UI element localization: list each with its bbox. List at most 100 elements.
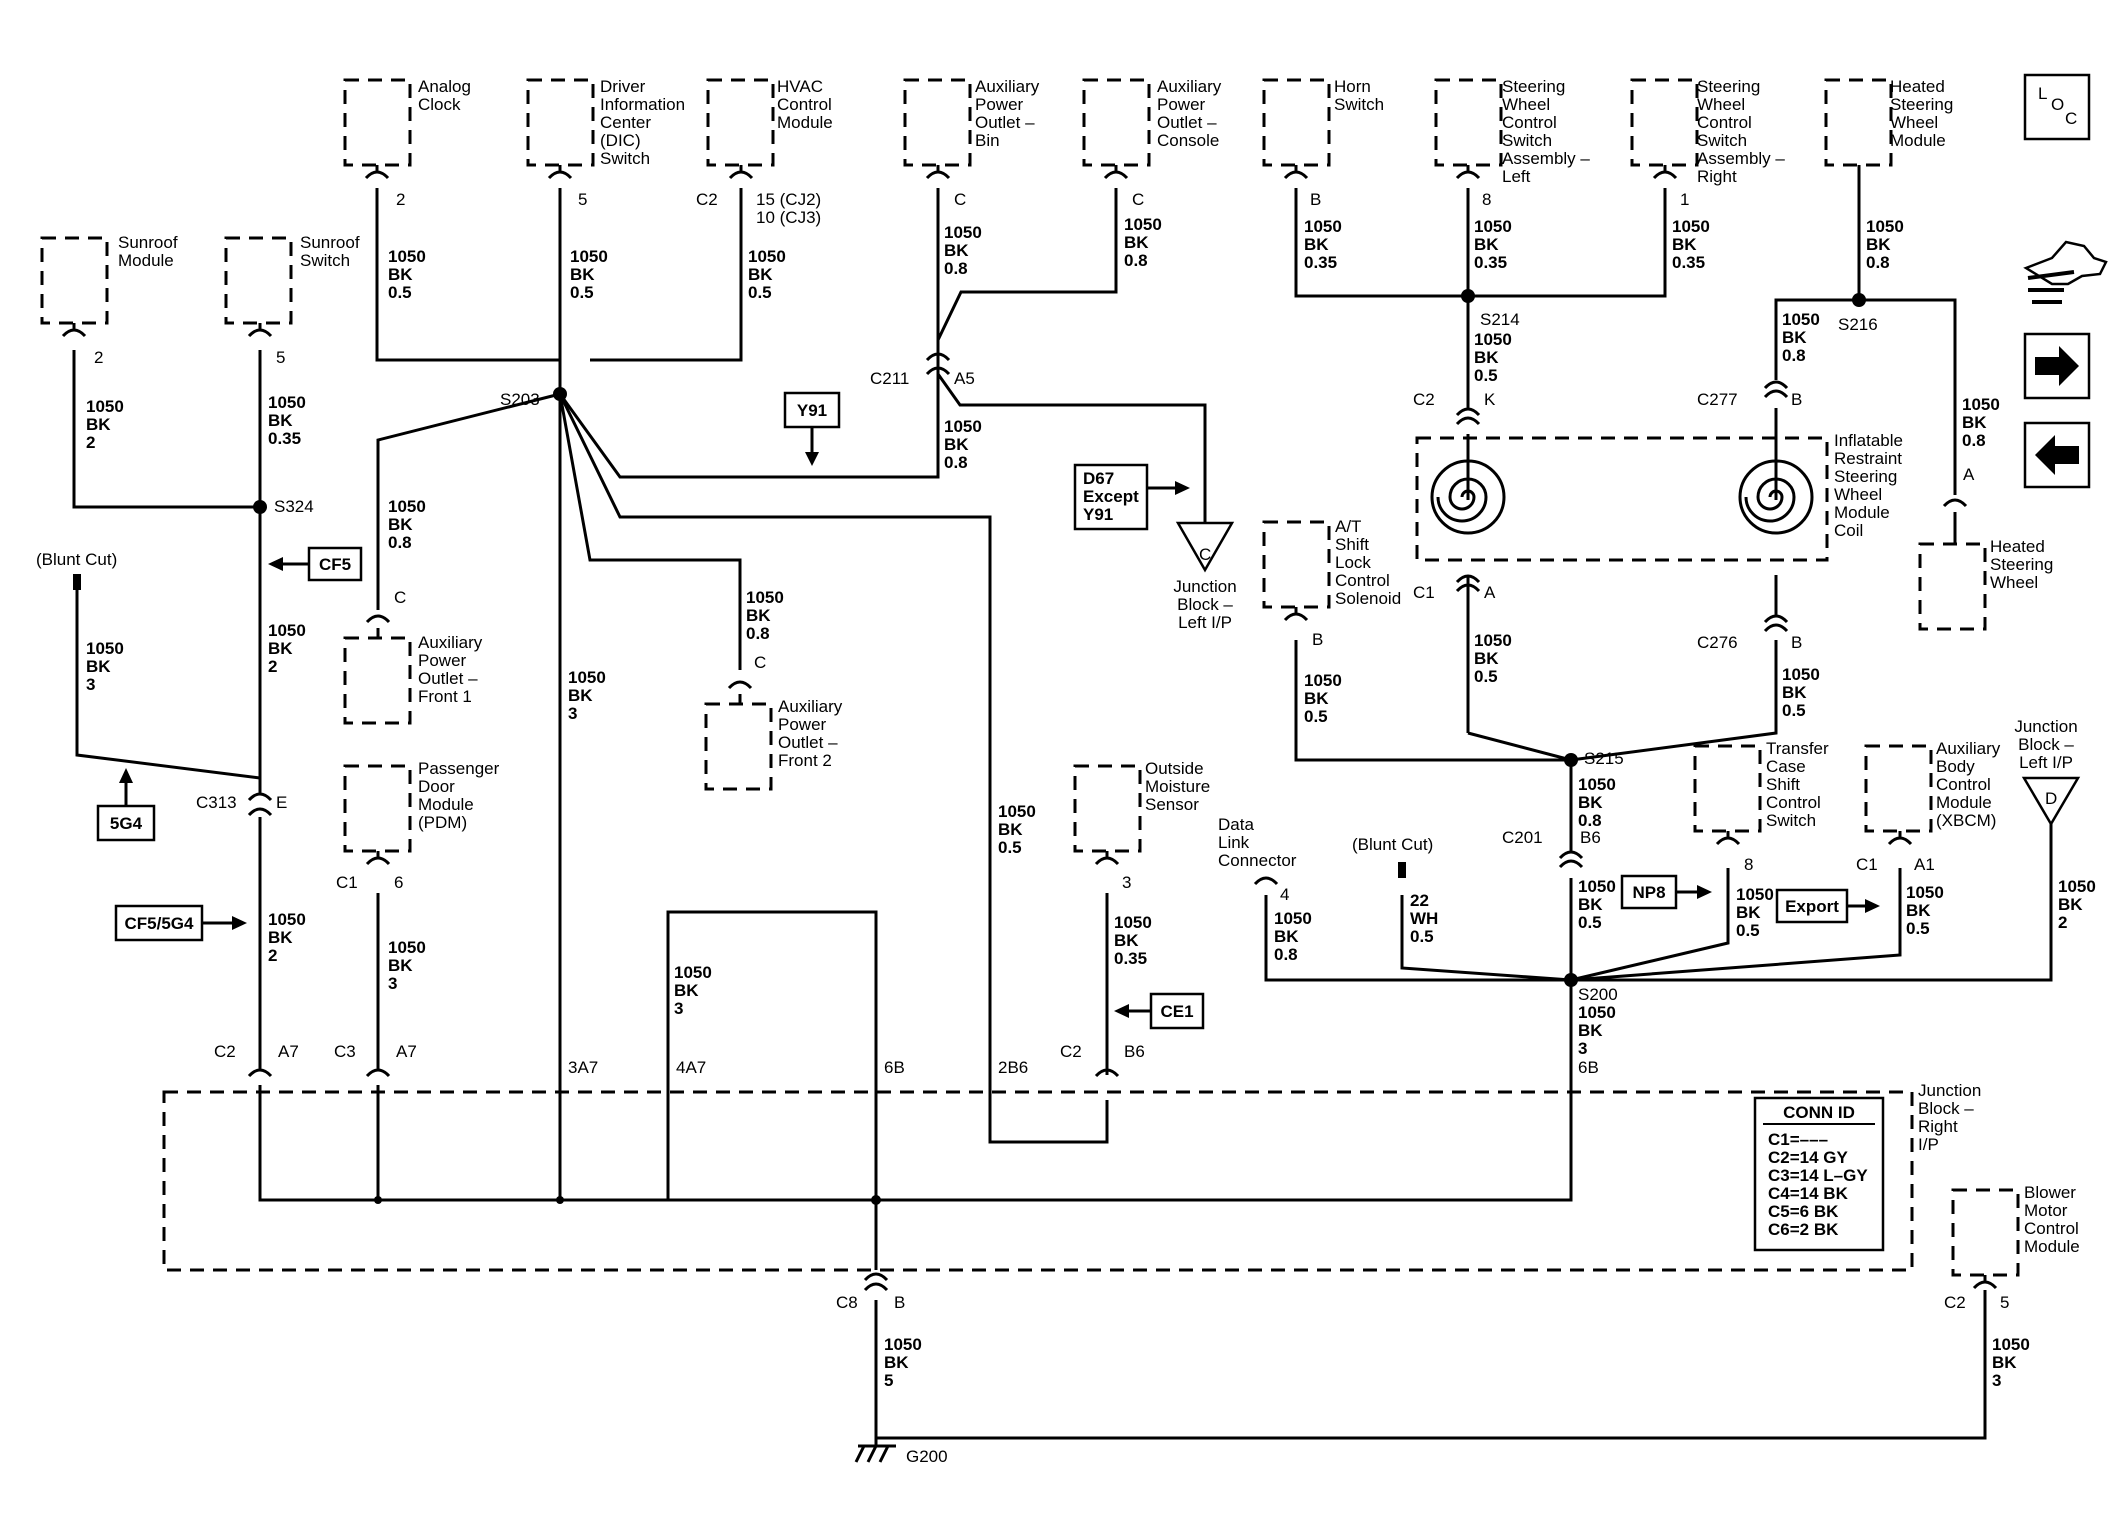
box-apo-console: [1082, 78, 1151, 167]
pin-label: A5: [954, 369, 975, 388]
connector-label: C1: [336, 873, 358, 892]
pin-label: D: [2045, 789, 2057, 808]
connector-stubs: [61, 165, 1998, 1292]
svg-text:O: O: [2051, 95, 2064, 114]
splice-label-s200: S200: [1578, 985, 1618, 1004]
connector-label: C313: [196, 793, 237, 812]
splice-dots: [253, 289, 1866, 1205]
box-sunroof-module: [40, 236, 109, 325]
arrow-left-icon: [2035, 435, 2079, 475]
blunt-cut-left-end: [73, 574, 81, 590]
pin-label: 6B: [1578, 1058, 1599, 1077]
flag-5g4: 5G4: [96, 768, 156, 842]
svg-text:Y91: Y91: [797, 401, 827, 420]
flag-cf5-5g4: CF5/5G4: [114, 904, 247, 942]
splice-bus-2: [556, 1196, 564, 1204]
pin-label: C: [1199, 545, 1211, 564]
loc-button[interactable]: L O C: [2023, 73, 2091, 141]
box-oms: [1073, 764, 1142, 853]
splice-s203: [553, 387, 567, 401]
pin-label: A: [1484, 583, 1496, 602]
pin-label: 8: [1744, 855, 1753, 874]
splice-s216: [1852, 293, 1866, 307]
connector-label: C2: [696, 190, 718, 209]
pin-label: C: [1132, 190, 1144, 209]
connector-label: C2: [1060, 1042, 1082, 1061]
splice-label-s215: S215: [1584, 749, 1624, 768]
clockspring-coils: [1430, 459, 1814, 535]
svg-text:C: C: [2065, 109, 2077, 128]
box-tcase-switch: [1693, 744, 1762, 833]
pin-label: B: [1791, 633, 1802, 652]
splice-label-s214: S214: [1480, 310, 1520, 329]
arrow-right-icon: [2035, 346, 2079, 386]
component-boxes: [40, 78, 2020, 1277]
pin-label: 2: [94, 348, 103, 367]
box-hvac: [706, 78, 775, 167]
splice-s200: [1564, 973, 1578, 987]
pin-label: 6B: [884, 1058, 905, 1077]
box-blower: [1951, 1188, 2020, 1277]
blunt-cut-right-end: [1398, 862, 1406, 878]
pin-label: C: [394, 588, 406, 607]
ground-g200-icon: [854, 1444, 896, 1463]
box-apo-front1: [343, 636, 412, 725]
conn-id-row: C1=–––: [1768, 1130, 1828, 1149]
connector-label: C2: [1413, 390, 1435, 409]
forward-button[interactable]: [2023, 332, 2091, 400]
box-heated-sw: [1918, 542, 1987, 631]
splice-label-s216: S216: [1838, 315, 1878, 334]
box-apo-front2: [704, 702, 773, 791]
splice-bus-3: [871, 1195, 881, 1205]
pin-label: 5: [2000, 1293, 2009, 1312]
pin-label: 8: [1482, 190, 1491, 209]
connector-label: C2: [1944, 1293, 1966, 1312]
splice-label-s324: S324: [274, 497, 314, 516]
connector-label: C276: [1697, 633, 1738, 652]
svg-text:Export: Export: [1785, 897, 1839, 916]
connector-label: C1: [1413, 583, 1435, 602]
pin-label: B6: [1580, 828, 1601, 847]
svg-text:CF5: CF5: [319, 555, 351, 574]
back-button[interactable]: [2023, 421, 2091, 489]
conn-id-title: CONN ID: [1783, 1103, 1855, 1122]
flag-ce1: CE1: [1114, 992, 1205, 1030]
label-blunt-cut-left: (Blunt Cut): [36, 550, 117, 569]
pin-label: A: [1963, 465, 1975, 484]
splice-s215: [1564, 753, 1578, 767]
connector-label: C211: [870, 369, 909, 388]
pin-label: B6: [1124, 1042, 1145, 1061]
hand-pointer-icon[interactable]: [2023, 240, 2108, 304]
box-shift-lock: [1262, 520, 1331, 609]
conn-id-row: C3=14 L–GY: [1768, 1166, 1868, 1185]
box-horn-switch: [1262, 78, 1331, 167]
